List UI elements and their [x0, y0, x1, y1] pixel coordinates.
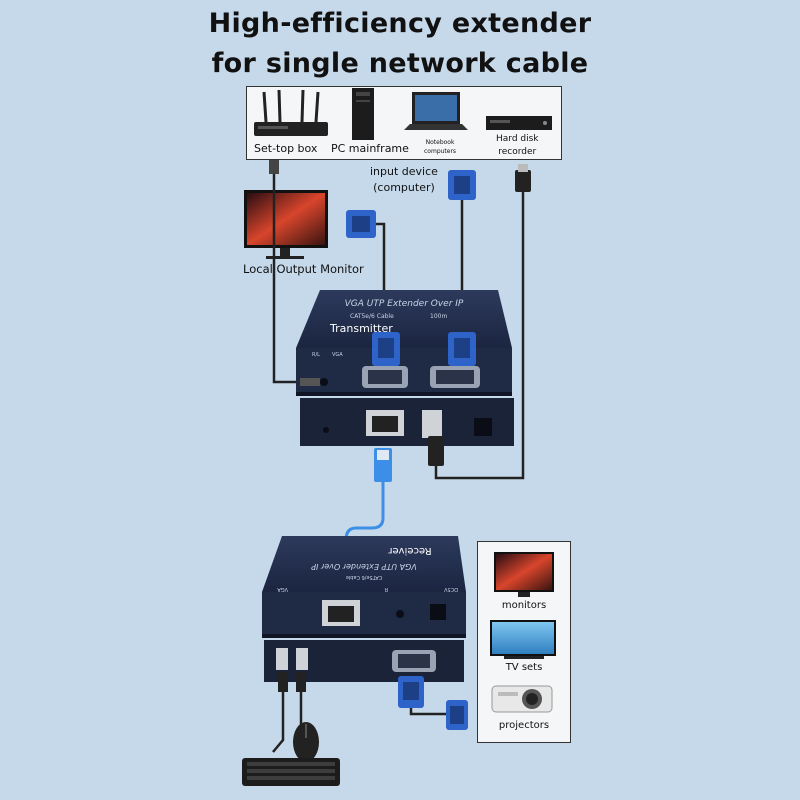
set-top-box-icon: [254, 89, 328, 136]
mouse-icon: [293, 722, 319, 762]
usb-plug-input-icon: [515, 164, 531, 192]
notebook-label-line-2: computers: [424, 148, 457, 155]
usb-plug-mouse-icon: [296, 672, 306, 692]
input-device-label: input device (computer): [370, 164, 438, 196]
transmitter-name-label: Transmitter: [329, 322, 393, 335]
pc-mainframe-icon: [352, 88, 374, 140]
vga-plug-output-icon: [446, 700, 468, 730]
hard-disk-label-line-1: Hard disk: [496, 134, 539, 144]
vga-plug-receiver-icon: [398, 676, 424, 708]
tv-set-icon: [490, 620, 556, 659]
transmitter-cable-label: CAT5e/6 Cable: [350, 313, 394, 320]
monitor-output-icon: [494, 552, 554, 597]
audio-plug-icon: [269, 160, 279, 174]
tv-sets-label: TV sets: [505, 662, 543, 673]
vga-plug-transmitter-1-icon: [372, 332, 400, 366]
local-monitor-label: Local Output Monitor: [243, 262, 364, 276]
vga-connector-local-icon: [346, 210, 376, 238]
input-device-label-line-2: (computer): [373, 181, 435, 194]
input-device-label-line-1: input device: [370, 165, 438, 178]
notebook-icon: [404, 92, 468, 130]
local-monitor-icon: [244, 190, 328, 259]
pc-mainframe-label: PC mainframe: [331, 142, 409, 155]
projector-icon: [491, 685, 553, 713]
usb-plug-keyboard-icon: [278, 672, 288, 692]
receiver-model-label: VGA UTP Extender Over IP: [311, 562, 417, 571]
projectors-label: projectors: [498, 720, 550, 731]
receiver-port-label-1: DC5V: [443, 586, 458, 592]
receiver-port-label-3: VGA: [277, 586, 288, 592]
transmitter-port-label-2: VGA: [332, 352, 343, 358]
keyboard-icon: [242, 758, 340, 786]
set-top-box-label: Set-top box: [254, 142, 318, 155]
title-line-2: for single network cable: [211, 48, 589, 79]
title-line-1: High-efficiency extender: [208, 8, 592, 39]
transmitter-port-label-1: R/L: [312, 352, 320, 358]
receiver-device: [262, 536, 466, 682]
transmitter-device: [296, 290, 514, 446]
rj45-plug-top-icon: [374, 448, 392, 482]
transmitter-model-label: VGA UTP Extender Over IP: [345, 299, 464, 309]
receiver-port-label-2: R: [384, 586, 388, 592]
receiver-cable-label: CAT5e/6 Cable: [346, 574, 382, 580]
audio-plug-transmitter-icon: [300, 378, 320, 386]
vga-plug-transmitter-2-icon: [448, 332, 476, 366]
notebook-label-line-1: Notebook: [425, 139, 455, 146]
hard-disk-label: Hard disk recorder: [496, 133, 539, 159]
receiver-name-label: Receiver: [387, 545, 431, 556]
monitors-label: monitors: [501, 600, 547, 611]
vga-connector-input-icon: [448, 170, 476, 200]
usb-plug-transmitter-icon: [428, 436, 444, 466]
notebook-label: Notebook computers: [424, 138, 456, 156]
hard-disk-label-line-2: recorder: [498, 147, 537, 157]
hard-disk-recorder-icon: [486, 116, 552, 130]
transmitter-distance-label: 100m: [430, 313, 447, 320]
